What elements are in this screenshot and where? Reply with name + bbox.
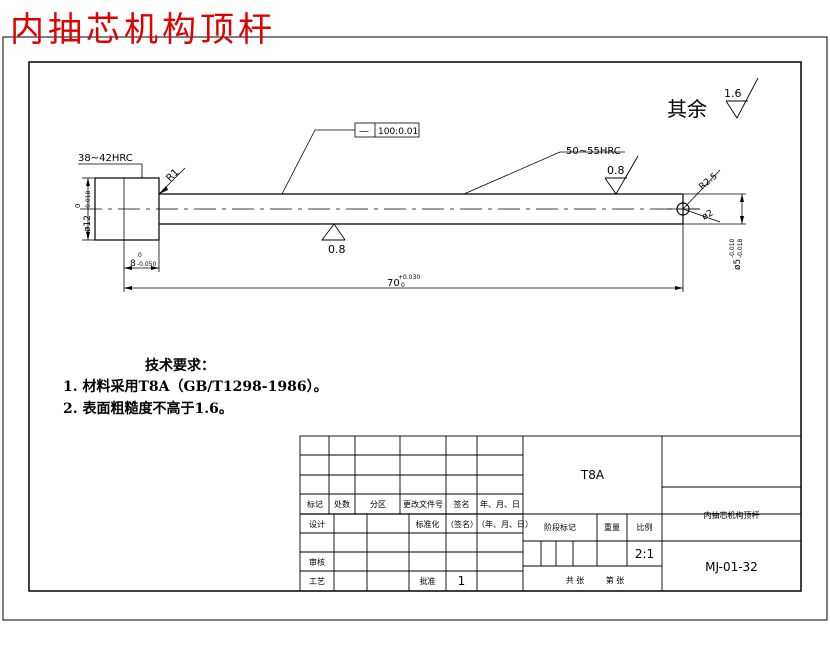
tb-zone: 分区 bbox=[370, 500, 386, 509]
tip-radius: R2.5 bbox=[698, 171, 720, 192]
rod-diameter-tol-lower: -0.018 bbox=[737, 238, 744, 258]
surface-finish-bottom-icon bbox=[321, 223, 346, 241]
tb-sheet-no: 第 张 bbox=[605, 576, 625, 585]
head-hardness: 38~42HRC bbox=[78, 153, 133, 164]
tb-change-doc: 更改文件号 bbox=[403, 500, 443, 509]
surface-finish-rest-icon bbox=[725, 77, 759, 119]
bottom-finish-value: 0.8 bbox=[328, 243, 346, 256]
tb-scale-value: 2:1 bbox=[634, 547, 655, 561]
drawing-title: 内抽芯机构顶杆 bbox=[10, 10, 276, 50]
top-finish-value: 0.8 bbox=[607, 164, 625, 177]
head-length-tol: -0.050 bbox=[137, 261, 157, 268]
rest-label: 其余 bbox=[667, 97, 707, 121]
head-radius: R1 bbox=[164, 167, 181, 184]
tb-process: 工艺 bbox=[309, 577, 325, 586]
straightness-tolerance: 100:0.01 bbox=[378, 127, 418, 137]
title-block-grid bbox=[299, 435, 802, 592]
requirement-item-1: 1. 材料采用T8A（GB/T1298-1986）。 bbox=[63, 379, 328, 395]
rod-hardness: 50~55HRC bbox=[566, 146, 621, 157]
head-length: 8 bbox=[130, 259, 136, 269]
head-diameter: ø12 bbox=[83, 215, 93, 232]
straightness-symbol: — bbox=[359, 126, 369, 137]
tb-standardization: 标准化 bbox=[415, 520, 440, 529]
tb-stage-mark: 阶段标记 bbox=[544, 523, 576, 532]
rod-diameter-tol-upper: -0.010 bbox=[729, 238, 736, 258]
head-diameter-tol-upper: 0 bbox=[74, 204, 82, 208]
tb-designer: 设计 bbox=[309, 520, 325, 529]
tb-review: 审核 bbox=[309, 558, 325, 567]
surface-finish-top-icon bbox=[604, 155, 639, 195]
tb-date2: （年、月、日） bbox=[477, 520, 533, 529]
tb-part-name: 内抽芯机构顶杆 bbox=[703, 511, 760, 520]
total-length: 70 bbox=[387, 278, 400, 289]
outer-border bbox=[2, 36, 828, 621]
tb-date: 年、月、日 bbox=[480, 500, 520, 509]
dimension-lines bbox=[78, 129, 746, 292]
arrowheads bbox=[86, 178, 744, 290]
head-diameter-tol-lower: -0.018 bbox=[85, 190, 92, 210]
part-view bbox=[80, 177, 700, 241]
tb-quantity: 1 bbox=[457, 574, 466, 588]
tb-signature: 签名 bbox=[453, 500, 470, 509]
tb-approve: 批准 bbox=[419, 577, 436, 586]
requirements-heading: 技术要求： bbox=[145, 358, 215, 374]
tb-weight: 重量 bbox=[604, 523, 620, 532]
straightness-frame bbox=[354, 122, 420, 138]
tb-count: 处数 bbox=[334, 500, 350, 509]
tb-scale-label: 比例 bbox=[636, 523, 653, 532]
rod-diameter: ø5 bbox=[733, 259, 743, 270]
head-length-tol-upper: 0 bbox=[138, 252, 142, 259]
tb-drawing-no: MJ-01-32 bbox=[705, 560, 758, 574]
requirement-item-2: 2. 表面粗糙度不高于1.6。 bbox=[63, 401, 233, 417]
rest-value: 1.6 bbox=[724, 87, 742, 100]
tb-mark: 标记 bbox=[307, 500, 323, 509]
tb-material: T8A bbox=[580, 468, 605, 482]
tb-signature2: （签名） bbox=[446, 520, 478, 529]
tb-sheet-total: 共 张 bbox=[565, 576, 585, 585]
hole-diameter: ø2 bbox=[701, 208, 716, 222]
total-length-tol-lower: 0 bbox=[401, 282, 405, 289]
total-length-tol-upper: +0.030 bbox=[398, 274, 420, 281]
